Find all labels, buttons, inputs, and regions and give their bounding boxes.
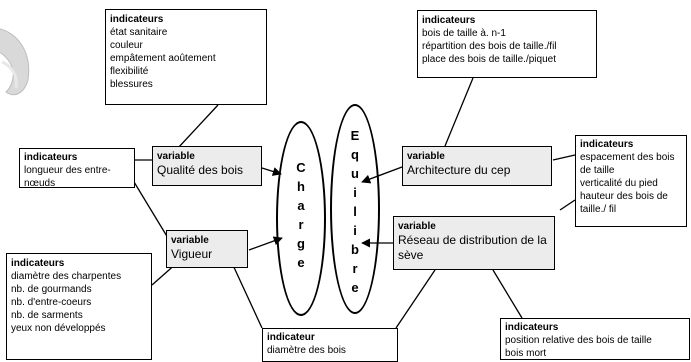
indicator-line: position relative des bois de taille bbox=[505, 335, 652, 346]
indicator-box-bottom-right: indicateurs position relative des bois d… bbox=[500, 318, 690, 360]
variable-heading: variable bbox=[407, 151, 445, 162]
line-bottomcenter-to-vigueur bbox=[231, 262, 263, 329]
line-topleft-to-qualite bbox=[177, 104, 219, 149]
equilibre-label: E q u i l i b r e bbox=[350, 128, 360, 295]
variable-box-reseau: variable Réseau de distribution de la sè… bbox=[393, 216, 555, 270]
indicator-heading: indicateurs bbox=[110, 14, 164, 25]
indicator-line: répartition des bois de taille./fil bbox=[422, 41, 557, 52]
variable-box-architecture: variable Architecture du cep bbox=[402, 146, 552, 186]
indicator-box-bottom-center: indicateur diamètre des bois bbox=[262, 328, 398, 362]
variable-label: Réseau de distribution de la sève bbox=[398, 233, 547, 262]
line-rightside-to-architecture bbox=[552, 154, 576, 161]
indicator-box-mid-left: indicateurs longueur des entre- nœuds bbox=[19, 148, 135, 189]
indicator-line: couleur bbox=[110, 40, 143, 51]
variable-label: Vigueur bbox=[171, 247, 213, 261]
indicator-line: nœuds bbox=[24, 178, 56, 189]
line-rightside-to-reseau bbox=[559, 199, 576, 211]
indicator-line: yeux non développés bbox=[11, 323, 106, 334]
line-bottomright-to-reseau bbox=[492, 269, 523, 319]
variable-heading: variable bbox=[398, 221, 436, 232]
indicator-line: taille./ fil bbox=[580, 204, 617, 215]
variable-box-qualite: variable Qualité des bois bbox=[152, 146, 262, 186]
indicator-line: empâtement aoûtement bbox=[110, 53, 216, 64]
equilibre-ellipse bbox=[330, 104, 380, 314]
variable-heading: variable bbox=[171, 235, 209, 246]
indicator-heading: indicateurs bbox=[11, 258, 65, 269]
charge-label: C h a r g e bbox=[296, 160, 306, 270]
indicator-line: état sanitaire bbox=[110, 27, 168, 38]
indicator-line: longueur des entre- bbox=[24, 165, 111, 176]
indicator-line: de taille bbox=[580, 165, 615, 176]
variable-label: Architecture du cep bbox=[407, 163, 511, 177]
indicator-heading: indicateurs bbox=[505, 322, 559, 333]
indicator-line: flexibilité bbox=[110, 66, 149, 77]
indicator-heading: indicateurs bbox=[422, 15, 476, 26]
indicator-line: bois de taille à. n-1 bbox=[422, 28, 506, 39]
indicator-line: diamètre des bois bbox=[267, 345, 346, 356]
line-bottomcenter-to-reseau bbox=[395, 269, 436, 329]
indicator-box-top-left: indicateurs état sanitaire couleur empât… bbox=[105, 9, 267, 105]
indicator-heading: indicateurs bbox=[24, 152, 78, 163]
variable-label: Qualité des bois bbox=[157, 163, 244, 177]
indicator-line: bois mort bbox=[505, 348, 547, 359]
indicator-line: espacement des bois bbox=[580, 152, 675, 163]
indicator-box-bottom-left: indicateurs diamètre des charpentes nb. … bbox=[6, 253, 152, 360]
indicator-box-right-side: indicateurs espacement des bois de taill… bbox=[575, 135, 687, 227]
variable-box-vigueur: variable Vigueur bbox=[166, 230, 248, 268]
indicator-line: nb. d'entre-coeurs bbox=[11, 297, 92, 308]
indicator-line: blessures bbox=[110, 79, 153, 90]
indicator-line: verticalité du pied bbox=[580, 178, 658, 189]
indicator-heading: indicateur bbox=[267, 332, 315, 343]
decorative-leaf-graphic bbox=[0, 28, 30, 96]
line-topright-to-architecture bbox=[444, 77, 474, 147]
indicator-box-top-right: indicateurs bois de taille à. n-1 répart… bbox=[417, 10, 597, 78]
indicator-line: hauteur des bois de bbox=[580, 191, 668, 202]
indicator-line: nb. de gourmands bbox=[11, 284, 92, 295]
indicator-line: nb. de sarments bbox=[11, 310, 83, 321]
variable-heading: variable bbox=[157, 151, 195, 162]
indicator-heading: indicateurs bbox=[580, 139, 634, 150]
charge-ellipse bbox=[276, 121, 326, 316]
indicator-line: diamètre des charpentes bbox=[11, 271, 122, 282]
indicator-line: place des bois de taille./piquet bbox=[422, 54, 556, 65]
